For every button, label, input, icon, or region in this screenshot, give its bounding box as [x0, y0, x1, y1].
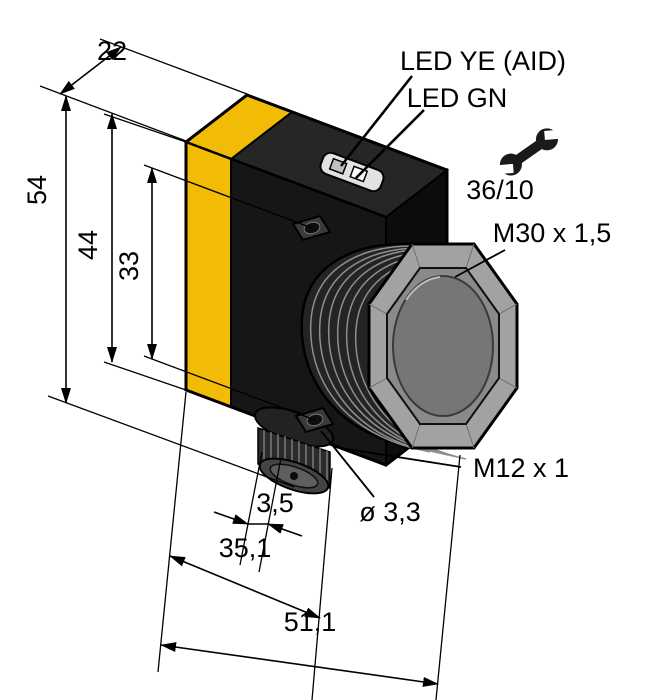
connector-center-hole: [290, 472, 298, 480]
front-thread-label: M30 x 1,5: [493, 218, 612, 248]
leader-hole-dia: [320, 430, 375, 498]
dim-overall-height-label: 54: [22, 175, 52, 205]
leader-m30: [454, 249, 506, 278]
yellow-front-panel: [185, 140, 232, 409]
dim-housing-height-label: 44: [73, 230, 103, 260]
dim-housing-depth-label: 35,1: [219, 533, 272, 563]
dim-line-51-1: [160, 642, 439, 687]
leader-lines: [320, 75, 506, 498]
dim-connector-offset-label: 3,5: [256, 488, 294, 518]
led-yellow-label: LED YE (AID): [400, 46, 566, 76]
wrench-icon: [495, 128, 562, 176]
m30-bezel: [367, 242, 519, 450]
dim-housing-width-label: 22: [97, 36, 127, 66]
extension-lines: [39, 38, 461, 700]
dim-arrow-3-5-left: [213, 511, 249, 525]
annotation-texts: 22 54 44 33 LED YE (AID) LED GN 36/10 M3…: [22, 36, 611, 637]
wrench-size-label: 36/10: [466, 175, 534, 205]
m12-connector: [253, 406, 335, 495]
top-front-edge: [185, 140, 387, 219]
leader-led-green: [355, 109, 425, 179]
bezel-facets: [368, 243, 518, 449]
dim-overall-depth-label: 51,1: [284, 607, 337, 637]
led-green-label: LED GN: [407, 83, 508, 113]
dim-arrow-3-5-right: [267, 523, 303, 537]
connector-thread-label: M12 x 1: [473, 453, 569, 483]
hole-diameter-label: ø 3,3: [359, 497, 421, 527]
dim-hole-spacing-label: 33: [114, 251, 144, 281]
leader-m12: [333, 446, 462, 468]
lens: [392, 275, 494, 417]
dimension-lines: [59, 46, 439, 687]
dim-line-22: [59, 46, 122, 95]
leader-led-yellow: [339, 75, 414, 167]
lens-highlight: [405, 276, 441, 301]
dim-line-35-1: [169, 555, 321, 619]
